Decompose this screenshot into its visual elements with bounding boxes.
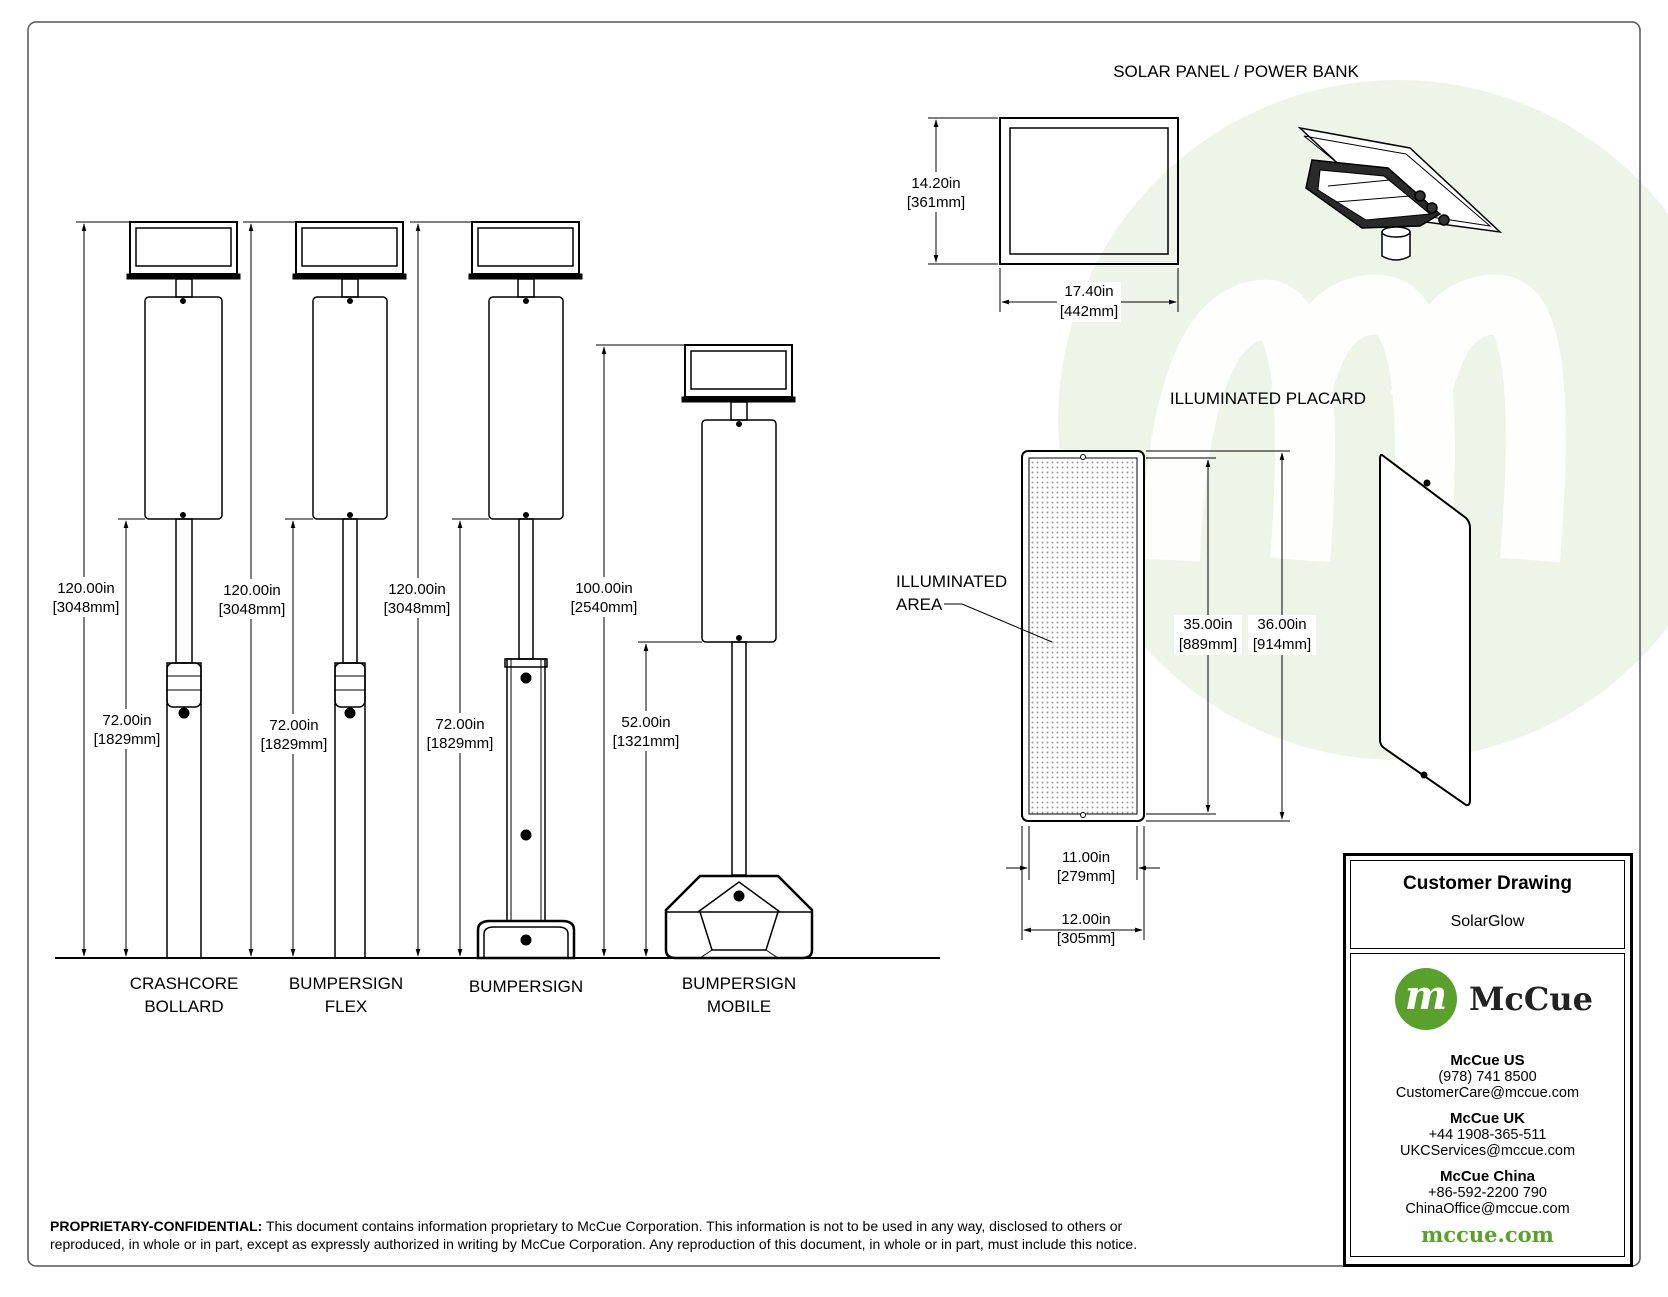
brand-mark-icon: m [1395,968,1457,1030]
dim-overall-mm: [3048mm] [53,599,120,616]
website-link[interactable]: mccue.com [1421,1222,1554,1247]
office-uk: McCue UK +44 1908-365-511 UKCServices@mc… [1399,1110,1576,1160]
illuminated-area-label: ILLUMINATED [896,572,1007,591]
dim-panel-height-in: 14.20in [911,175,960,192]
dim-overall-width-mm: [305mm] [1057,930,1115,947]
product-label: CRASHCORE [130,974,239,993]
product-dimension-labels: 120.00in [3048mm] 72.00in [1829mm] 120.0… [50,577,680,754]
placard-heading: ILLUMINATED PLACARD [1170,389,1366,408]
solar-panel-heading: SOLAR PANEL / POWER BANK [1113,62,1359,81]
contact-section: m McCue McCue US (978) 741 8500 Customer… [1350,953,1625,1257]
drawing-subtitle: SolarGlow [1450,913,1525,930]
product-label: BOLLARD [144,997,223,1016]
title-section: Customer Drawing SolarGlow [1350,860,1625,949]
office-us: McCue US (978) 741 8500 CustomerCare@mcc… [1395,1052,1580,1102]
brand-logo: m McCue [1395,968,1593,1030]
notice-line-2: reproduced, in whole or in part, except … [50,1236,1138,1252]
placard-front-view [1021,450,1145,822]
product-labels: CRASHCORE BOLLARD BUMPERSIGN FLEX BUMPER… [130,974,796,1016]
office-china: McCue China +86-592-2200 790 ChinaOffice… [1405,1168,1570,1218]
product-label: MOBILE [707,997,771,1016]
crashcore-bollard-drawing [126,221,241,959]
dim-sign-mm: [1829mm] [94,731,161,748]
dim-illum-height-mm: [889mm] [1179,636,1237,653]
title-block: Customer Drawing SolarGlow m McCue McCue… [1343,853,1633,1267]
solar-panel-front-view [999,117,1179,265]
bumpersign-mobile-drawing [664,344,814,960]
dim-sign-in: 72.00in [269,717,318,734]
product-label: BUMPERSIGN [469,977,583,996]
dim-sign-mm: [1829mm] [427,735,494,752]
dim-illum-width-in: 11.00in [1062,849,1110,866]
dim-overall-width-in: 12.00in [1061,911,1110,928]
product-label: FLEX [325,997,368,1016]
dim-overall-height-mm: [914mm] [1253,636,1311,653]
illuminated-area-label: AREA [896,595,943,614]
dim-overall-height-in: 36.00in [1257,616,1306,633]
dim-sign-mm: [1829mm] [261,736,328,753]
dim-panel-width-mm: [442mm] [1060,303,1118,320]
notice-label: PROPRIETARY-CONFIDENTIAL: [50,1218,263,1234]
solar-panel-dimension-labels: 14.20in [361mm] 17.40in [442mm] [904,172,1121,322]
confidential-notice: PROPRIETARY-CONFIDENTIAL: This document … [50,1217,1330,1253]
dim-sign-in: 72.00in [102,712,151,729]
dim-overall-mm: [2540mm] [571,599,638,616]
brand-name: McCue [1469,980,1593,1018]
dim-panel-height-mm: [361mm] [907,194,965,211]
dim-sign-in: 52.00in [621,714,670,731]
dim-overall-in: 120.00in [223,582,281,599]
sheet-border [27,21,1641,1267]
dim-sign-in: 72.00in [435,716,484,733]
drawing-title: Customer Drawing [1403,873,1572,894]
product-label: BUMPERSIGN [682,974,796,993]
watermark-logo [1058,80,1668,760]
dim-illum-width-mm: [279mm] [1057,868,1115,885]
dim-overall-mm: [3048mm] [219,601,286,618]
illuminated-area-callout: ILLUMINATED AREA [896,572,1053,643]
notice-line-1: This document contains information propr… [265,1218,1123,1234]
product-label: BUMPERSIGN [289,974,403,993]
dim-overall-mm: [3048mm] [384,600,451,617]
dim-illum-height-in: 35.00in [1183,616,1232,633]
bumpersign-drawing [468,221,583,960]
dim-panel-width-in: 17.40in [1064,283,1113,300]
placard-isometric-view [1379,453,1471,807]
bumpersign-flex-drawing [292,221,407,959]
dim-overall-in: 120.00in [57,580,115,597]
dim-sign-mm: [1321mm] [613,733,680,750]
bumpersign-mobile-dimensions [596,344,702,957]
placard-dimension-labels: 35.00in [889mm] 36.00in [914mm] 11.00in … [1057,615,1316,947]
power-bank-isometric-view [1297,126,1503,261]
dim-overall-in: 100.00in [575,580,633,597]
dim-overall-in: 120.00in [388,581,446,598]
